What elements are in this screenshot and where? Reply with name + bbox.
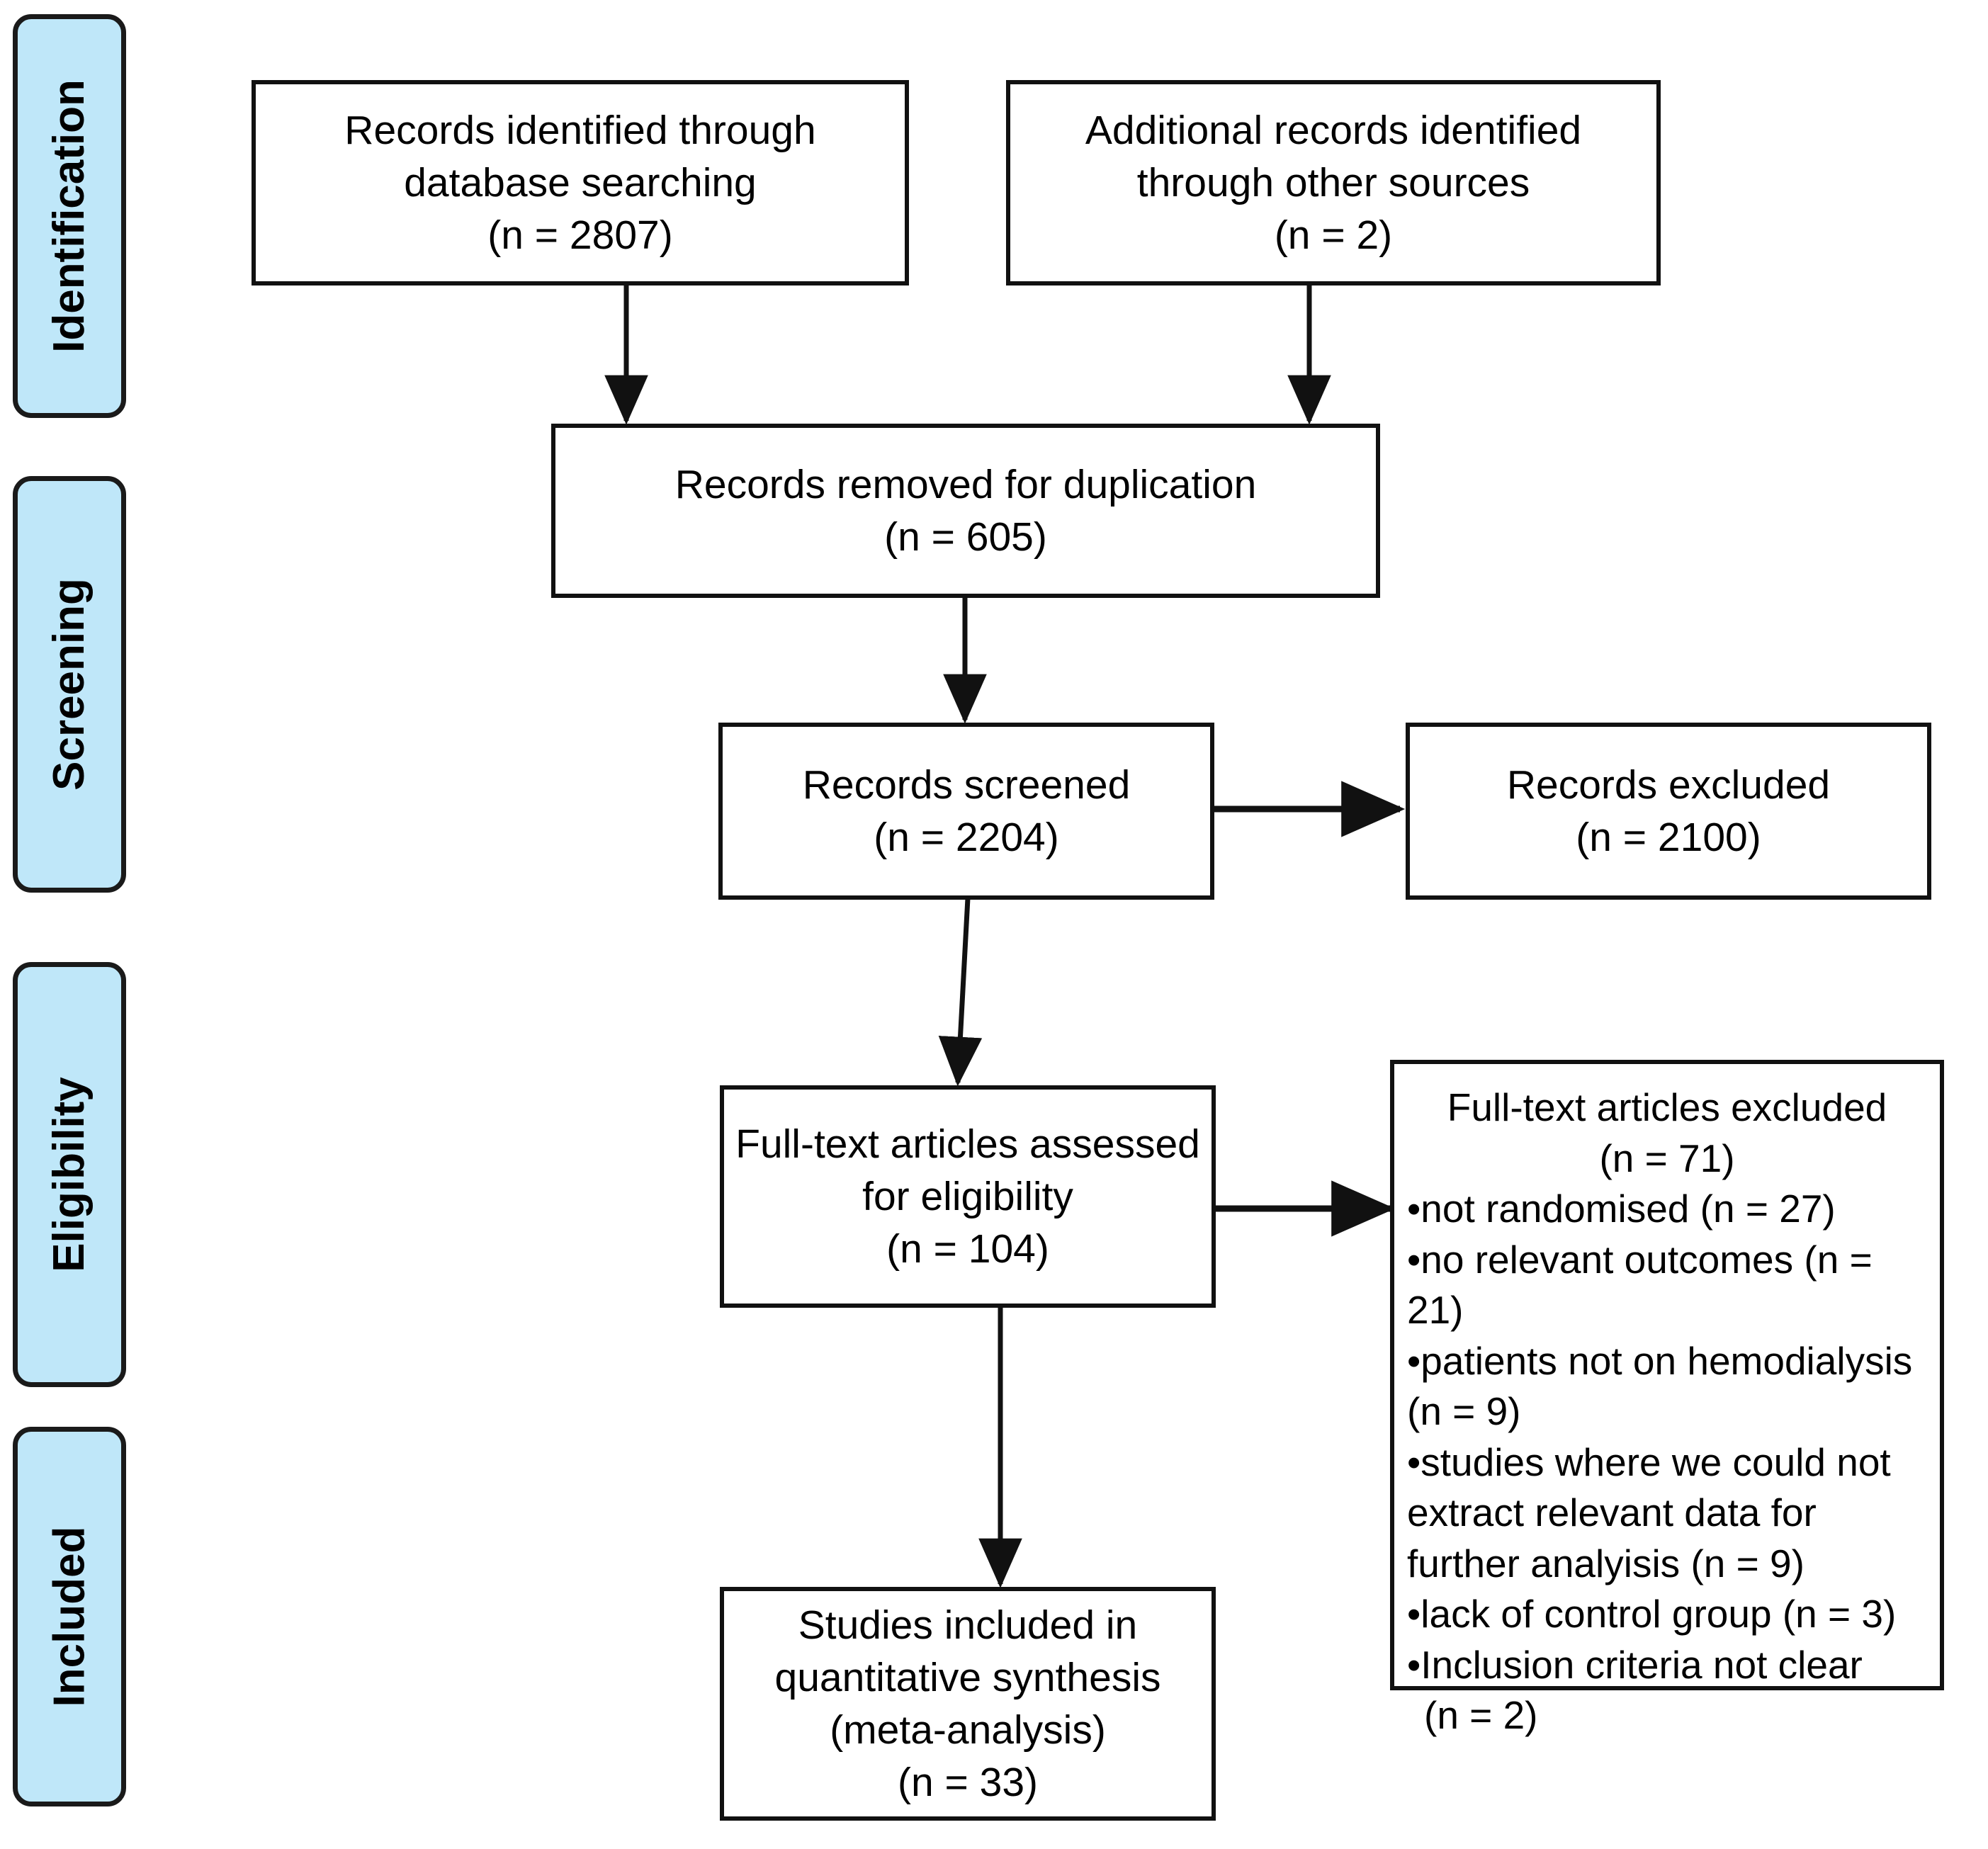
exclusion-reason-continuation: further analyisis (n = 9)	[1407, 1541, 1805, 1585]
exclusion-reason-item: lack of control group (n = 3)	[1407, 1589, 1927, 1640]
stage-label-identification: Identification	[13, 14, 126, 418]
box-records-excluded: Records excluded (n = 2100)	[1406, 723, 1931, 900]
exclusion-reason-item: Inclusion criteria not clear	[1407, 1640, 1927, 1691]
box-records-removed-duplication-count: (n = 605)	[884, 514, 1047, 560]
stage-label-eligibility-text: Eligibility	[45, 1077, 94, 1272]
box-studies-included-line1: Studies included in	[798, 1602, 1138, 1648]
box-records-screened-count: (n = 2204)	[874, 815, 1059, 860]
box-studies-included-line3: (meta-analysis)	[830, 1707, 1106, 1753]
box-additional-records-other-sources-count: (n = 2)	[1274, 213, 1393, 259]
box-fulltext-assessed-eligibility-line2: for eligibility	[862, 1173, 1073, 1219]
box-records-identified-database-count: (n = 2807)	[487, 213, 673, 259]
stage-label-screening-text: Screening	[45, 578, 94, 791]
box-records-identified-database-line1: Records identified through	[344, 107, 816, 153]
exclusion-reason-list-tail: lack of control group (n = 3) Inclusion …	[1407, 1589, 1927, 1690]
exclusion-reason-item: no relevant outcomes (n = 21)	[1407, 1235, 1927, 1336]
box-records-removed-duplication: Records removed for duplication (n = 605…	[551, 424, 1380, 598]
exclusion-reason-continuation: (n = 2)	[1424, 1693, 1538, 1737]
box-fulltext-assessed-eligibility: Full-text articles assessed for eligibil…	[720, 1085, 1216, 1308]
box-records-screened: Records screened (n = 2204)	[718, 723, 1214, 900]
box-fulltext-excluded-count: (n = 71)	[1599, 1136, 1735, 1180]
box-records-excluded-line1: Records excluded	[1506, 762, 1831, 808]
box-fulltext-excluded-heading: Full-text articles excluded	[1447, 1085, 1887, 1129]
box-studies-included-line2: quantitative synthesis	[774, 1654, 1161, 1700]
exclusion-reason-item: not randomised (n = 27)	[1407, 1184, 1927, 1235]
box-studies-included: Studies included in quantitative synthes…	[720, 1587, 1216, 1821]
box-additional-records-other-sources: Additional records identified through ot…	[1006, 80, 1661, 285]
stage-label-screening: Screening	[13, 476, 126, 893]
exclusion-reason-list-continued: studies where we could not	[1407, 1437, 1927, 1488]
box-records-screened-line1: Records screened	[802, 762, 1131, 808]
box-records-removed-duplication-line1: Records removed for duplication	[674, 461, 1257, 507]
exclusion-reason-continuation: extract relevant data for	[1407, 1491, 1817, 1534]
box-records-excluded-count: (n = 2100)	[1576, 815, 1761, 860]
stage-label-identification-text: Identification	[45, 79, 94, 353]
exclusion-reason-list: not randomised (n = 27) no relevant outc…	[1407, 1184, 1927, 1386]
stage-label-included-text: Included	[45, 1526, 94, 1707]
exclusion-reason-continuation: (n = 9)	[1407, 1389, 1521, 1433]
box-studies-included-count: (n = 33)	[897, 1760, 1039, 1806]
arrow-screened-to-fulltext	[938, 898, 983, 1087]
box-fulltext-assessed-eligibility-count: (n = 104)	[886, 1226, 1049, 1272]
stage-label-eligibility: Eligibility	[13, 962, 126, 1387]
box-additional-records-other-sources-line1: Additional records identified	[1085, 107, 1582, 153]
box-additional-records-other-sources-line2: through other sources	[1136, 159, 1530, 205]
box-fulltext-excluded-reasons: Full-text articles excluded (n = 71) not…	[1390, 1060, 1944, 1737]
box-records-identified-database: Records identified through database sear…	[252, 80, 909, 285]
box-fulltext-assessed-eligibility-line1: Full-text articles assessed	[735, 1121, 1200, 1167]
box-records-identified-database-line2: database searching	[404, 159, 757, 205]
exclusion-reason-item: patients not on hemodialysis	[1407, 1336, 1927, 1387]
stage-label-included: Included	[13, 1427, 126, 1806]
exclusion-reason-item: studies where we could not	[1407, 1437, 1927, 1488]
